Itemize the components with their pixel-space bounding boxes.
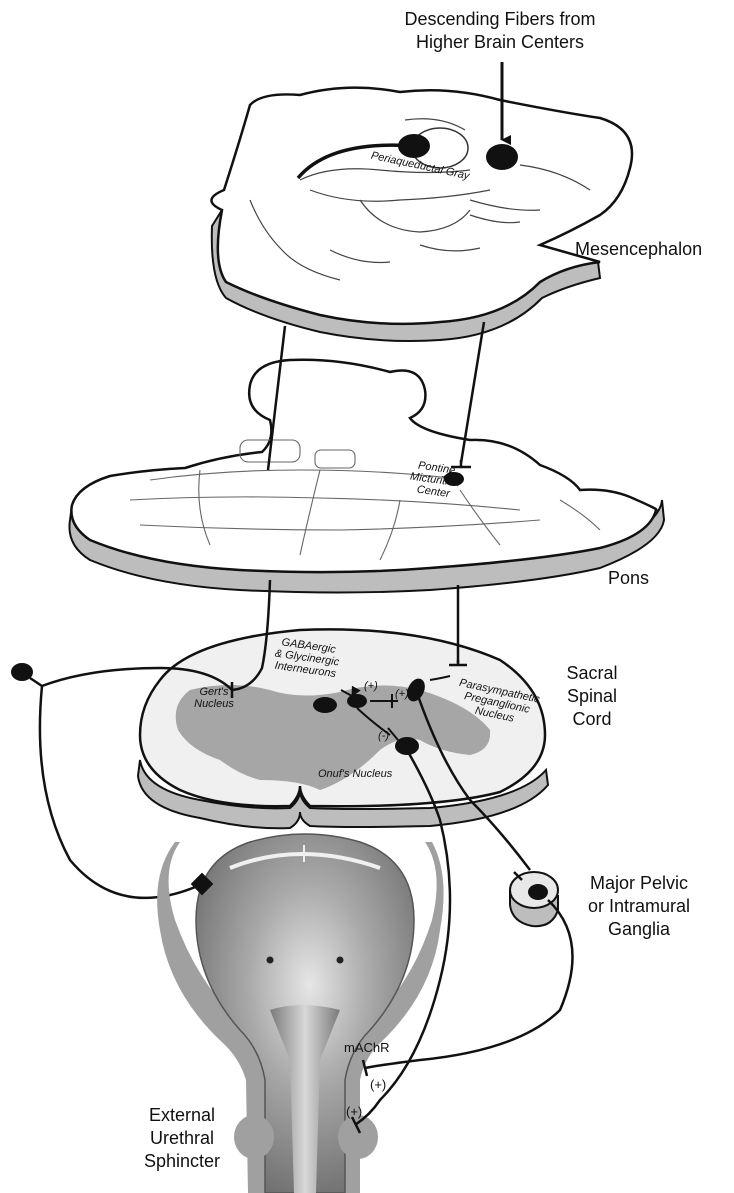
eus-line-1: External <box>132 1104 232 1127</box>
mesencephalon-label: Mesencephalon <box>575 238 702 261</box>
machr-sign-plus: (+) <box>370 1078 386 1092</box>
interneuron-sign-plus: (+) <box>364 680 378 692</box>
ureter-orifice-right <box>337 957 344 964</box>
ganglia-line-2: or Intramural <box>554 895 724 918</box>
mesencephalon-slice <box>211 88 632 341</box>
machr-label: mAChR <box>344 1041 390 1055</box>
external-urethral-sphincter-label: External Urethral Sphincter <box>132 1104 232 1173</box>
ganglia-line-1: Major Pelvic <box>554 872 724 895</box>
pons-outline <box>71 360 656 572</box>
mesencephalon-outline <box>211 88 632 324</box>
eus-line-2: Urethral <box>132 1127 232 1150</box>
sacral-line-3: Cord <box>552 708 632 731</box>
onufs-nucleus-label: Onuf's Nucleus <box>318 768 392 780</box>
descending-fibers-line-1: Descending Fibers from <box>355 8 645 31</box>
gerts-line-1: Gert's <box>184 686 244 698</box>
pelvic-ganglion <box>510 872 558 926</box>
pag-neuron-left <box>398 134 430 158</box>
ureter-orifice-left <box>267 957 274 964</box>
parasympathetic-sign-plus: (+) <box>395 688 409 700</box>
gerts-line-2: Nucleus <box>184 698 244 710</box>
pag-neuron-right <box>486 144 518 170</box>
sphincter-left <box>234 1115 274 1159</box>
ganglia-line-3: Ganglia <box>554 918 724 941</box>
interneuron-1 <box>313 697 337 713</box>
sacral-line-1: Sacral <box>552 662 632 685</box>
onufs-sign-minus: (-) <box>378 730 389 742</box>
eus-line-3: Sphincter <box>132 1150 232 1173</box>
gerts-nucleus-label: Gert's Nucleus <box>184 686 244 710</box>
descending-fibers-label: Descending Fibers from Higher Brain Cent… <box>355 8 645 54</box>
pons-label: Pons <box>608 567 649 590</box>
major-pelvic-ganglia-label: Major Pelvic or Intramural Ganglia <box>554 872 724 941</box>
sacral-line-2: Spinal <box>552 685 632 708</box>
interneuron-2 <box>347 694 367 708</box>
sphincter-sign-plus: (+) <box>346 1105 362 1119</box>
sacral-spinal-cord-label: Sacral Spinal Cord <box>552 662 632 731</box>
pons-slice <box>69 360 664 593</box>
afferent-neuron <box>11 663 33 681</box>
descending-fibers-line-2: Higher Brain Centers <box>355 31 645 54</box>
